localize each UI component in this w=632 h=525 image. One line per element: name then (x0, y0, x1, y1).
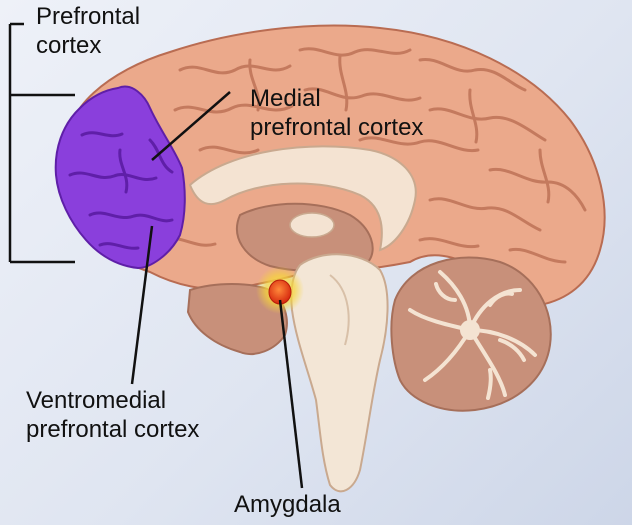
ventromedial-prefrontal-cortex-label: Ventromedial prefrontal cortex (26, 387, 200, 443)
pons-contour (329, 274, 350, 346)
cortex-folds (158, 47, 587, 264)
amygdala-label: Amygdala (234, 491, 341, 518)
thalamus (289, 212, 335, 238)
brainstem (290, 253, 389, 493)
medial-pfc-leader (151, 91, 231, 161)
prefrontal-cortex-label: Prefrontal cortex (36, 3, 141, 59)
prefrontal-bracket (8, 22, 75, 264)
medial-prefrontal-cortex-label: Medial prefrontal cortex (250, 85, 424, 141)
corpus-callosum (188, 145, 417, 252)
amygdala-leader (278, 299, 304, 489)
ventromedial-pfc-leader (130, 225, 154, 385)
prefrontal-folds (68, 131, 174, 250)
cerebellum-core (460, 320, 480, 340)
